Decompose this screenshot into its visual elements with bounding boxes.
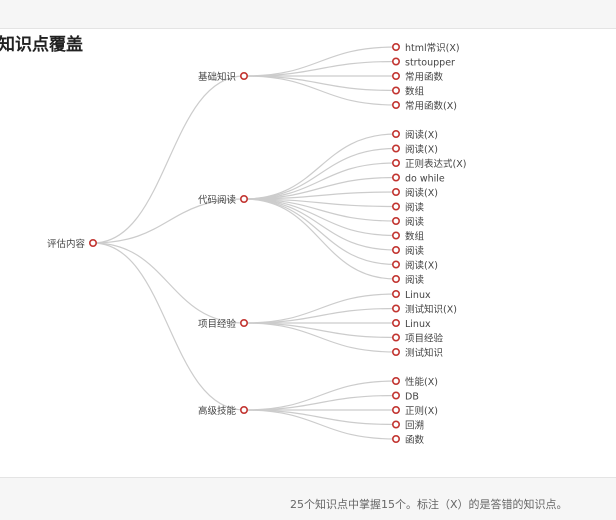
page-title: 知识点覆盖 [0,35,83,55]
leaf-label: 项目经验 [405,332,444,344]
leaf-label: 阅读 [405,245,425,257]
footer-note: 25个知识点中掌握15个。标注（X）的是答错的知识点。 [290,498,568,511]
leaf-node [391,159,400,168]
root-branch-link [92,75,245,244]
leaf-node [391,434,400,443]
branch-leaf-link [243,147,397,200]
leaf-label: Linux [405,290,431,301]
leaf-node [391,420,400,429]
leaf-node [391,260,400,269]
branch-leaf-link [243,394,397,411]
branch-leaf-link [243,133,397,200]
leaf-label: 性能(X) [405,376,438,388]
leaf-node [391,42,400,51]
leaf-node [391,101,400,110]
leaf-label: 常用函数(X) [405,100,457,112]
leaf-node [391,289,400,298]
leaf-label: 数组 [405,85,425,97]
branch-leaf-link [243,198,397,280]
leaf-node [391,405,400,414]
leaf-node [391,304,400,313]
leaf-label: 正则(X) [405,405,438,417]
branch-node [240,318,249,327]
branch-leaf-link [243,198,397,237]
leaf-node [391,347,400,356]
root-label: 评估内容 [47,238,86,250]
leaf-node [391,72,400,81]
leaf-label: 回溯 [405,419,424,431]
branch-leaf-link [243,322,397,339]
branch-leaf-link [243,409,397,440]
leaf-node [391,188,400,197]
branch-leaf-link [243,293,397,324]
leaf-label: 阅读(X) [405,143,438,155]
leaf-label: strtoupper [405,57,455,68]
leaf-label: 阅读(X) [405,187,438,199]
content-card [0,28,616,478]
branch-leaf-link [243,75,397,106]
branch-leaf-link [243,75,397,92]
leaf-label: 数组 [405,230,425,242]
leaf-label: 阅读 [405,274,425,286]
leaf-node [391,144,400,153]
root-branch-link [92,242,245,411]
branch-leaf-link [243,409,397,426]
branch-leaf-link [243,322,397,353]
leaf-node [391,318,400,327]
branch-leaf-link [243,191,397,200]
root-branch-link [92,198,245,244]
leaf-node [391,217,400,226]
leaf-label: 函数 [405,434,425,446]
branch-leaf-link [243,307,397,324]
leaf-node [391,246,400,255]
leaf-label: 阅读(X) [405,259,438,271]
leaf-node [391,202,400,211]
branch-leaf-link [243,60,397,77]
leaf-label: 测试知识 [405,347,443,359]
branch-leaf-link [243,380,397,411]
leaf-node [391,391,400,400]
leaf-label: html常识(X) [405,42,460,54]
root-branch-link [92,242,245,324]
leaf-label: 常用函数 [405,71,444,83]
branch-node [240,195,249,204]
leaf-node [391,274,400,283]
branch-node [240,405,249,414]
leaf-label: 阅读(X) [405,129,438,141]
branch-leaf-link [243,162,397,200]
branch-label: 基础知识 [198,71,236,83]
branch-leaf-link [243,46,397,77]
leaf-node [391,57,400,66]
leaf-node [391,130,400,139]
leaf-node [391,86,400,95]
leaf-node [391,333,400,342]
branch-label: 代码阅读 [198,194,237,206]
leaf-node [391,231,400,240]
leaf-label: do while [405,173,445,184]
branch-label: 高级技能 [198,405,237,417]
branch-leaf-link [243,198,397,266]
leaf-label: DB [405,391,419,402]
leaf-label: 阅读 [405,201,425,213]
leaf-label: 测试知识(X) [405,303,457,315]
branch-label: 项目经验 [198,318,237,330]
leaf-label: 正则表达式(X) [405,158,466,170]
branch-node [240,72,249,81]
leaf-label: 阅读 [405,216,425,228]
leaf-label: Linux [405,319,431,330]
leaf-node [391,173,400,182]
root-node [89,239,98,248]
leaf-node [391,376,400,385]
